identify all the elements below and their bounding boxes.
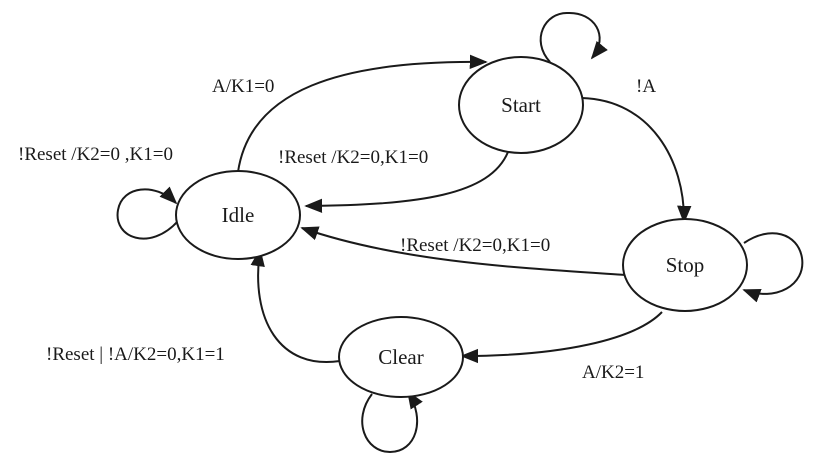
self-loop-start: [539, 11, 608, 63]
state-stop: [622, 218, 748, 312]
label-stop-to-idle: !Reset /K2=0,K1=0: [400, 235, 550, 256]
state-label-stop: Stop: [666, 253, 705, 277]
self-loop-stop: [742, 232, 804, 303]
label-idle-self: !Reset /K2=0 ,K1=0: [18, 144, 173, 165]
edge-stop-to-idle: [300, 226, 627, 276]
label-clear-to-idle: !Reset | !A/K2=0,K1=1: [46, 344, 225, 365]
label-start-to-idle: !Reset /K2=0,K1=0: [278, 147, 428, 168]
label-idle-to-start: A/K1=0: [212, 76, 274, 97]
edge-stop-to-clear: [460, 311, 663, 364]
state-label-clear: Clear: [378, 345, 423, 369]
self-loop-idle: [116, 186, 179, 240]
edge-start-to-idle: [304, 151, 509, 214]
self-loop-clear: [361, 390, 423, 454]
state-label-start: Start: [501, 93, 541, 117]
edge-idle-to-start: [237, 54, 488, 173]
state-idle: [175, 170, 301, 260]
edge-start-to-stop: [581, 97, 692, 224]
label-stop-to-clear: A/K2=1: [582, 362, 644, 383]
label-start-to-stop: !A: [636, 76, 656, 97]
state-start: [458, 56, 584, 154]
edge-clear-to-idle: [250, 248, 341, 364]
state-label-idle: Idle: [222, 203, 255, 227]
state-clear: [338, 316, 464, 398]
